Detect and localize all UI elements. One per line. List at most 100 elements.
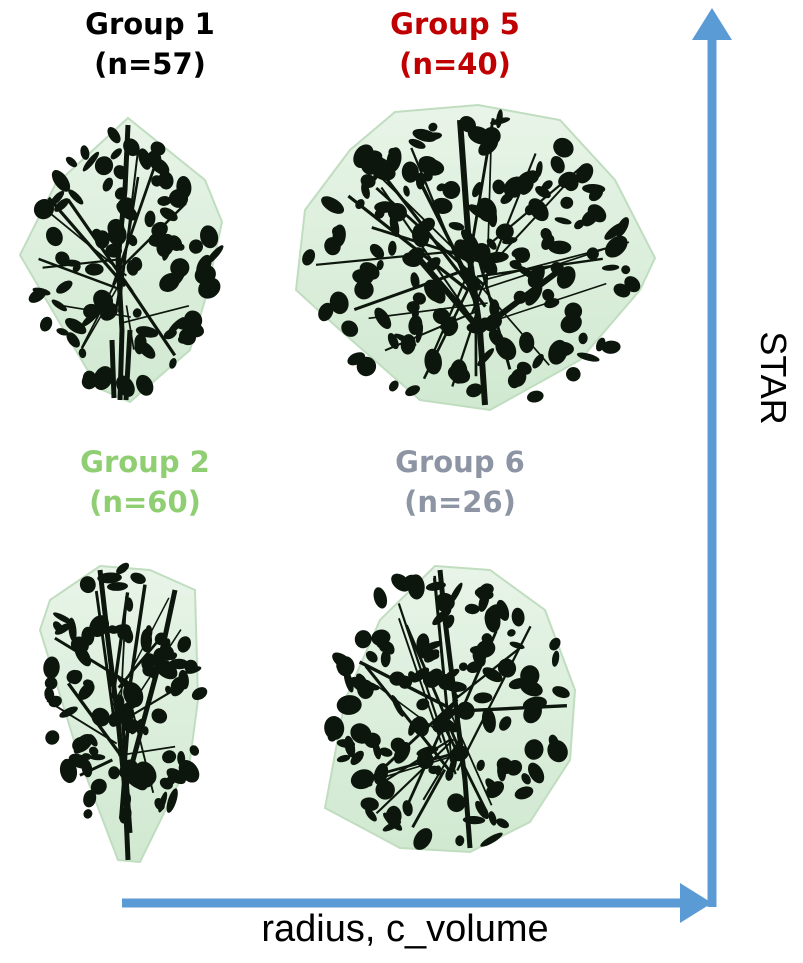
leaf-cluster — [87, 734, 98, 747]
leaf-cluster — [473, 692, 493, 704]
leaf-cluster — [68, 189, 84, 205]
leaf-cluster — [553, 137, 574, 158]
leaf-cluster — [373, 587, 388, 609]
leaf-cluster — [200, 225, 219, 249]
leaf-cluster — [472, 182, 483, 198]
leaf-cluster — [523, 672, 533, 682]
leaf-cluster — [154, 798, 165, 811]
group-6-count: (n=26) — [404, 485, 516, 519]
branch — [78, 287, 119, 355]
group-1-tree-image — [18, 116, 224, 404]
branch — [54, 636, 132, 686]
leaf-cluster — [464, 603, 480, 615]
leaf-cluster — [130, 572, 146, 585]
leaf-cluster — [145, 625, 153, 639]
leaf-cluster — [369, 243, 385, 259]
leaf-cluster — [73, 739, 89, 754]
leaf-cluster — [379, 747, 393, 757]
leaf-cluster — [45, 730, 60, 745]
leaf-cluster — [83, 789, 97, 808]
leaf-cluster — [385, 805, 402, 827]
leaf-cluster — [445, 768, 454, 781]
leaf-cluster — [552, 686, 570, 699]
branch — [422, 738, 461, 801]
leaf-cluster — [151, 175, 163, 187]
leaf-cluster — [476, 197, 497, 223]
leaf-cluster — [324, 237, 341, 256]
leaf-cluster — [336, 754, 351, 763]
leaf-cluster — [168, 652, 178, 660]
group-2-tree-image — [38, 562, 208, 864]
leaf-cluster — [107, 126, 121, 144]
leaf-cluster — [52, 621, 64, 633]
branch — [452, 647, 520, 702]
group-5-foliage — [302, 109, 641, 403]
leaf-cluster — [605, 235, 628, 258]
leaf-cluster — [83, 809, 93, 819]
group-1-trunk — [109, 124, 133, 401]
leaf-cluster — [359, 777, 373, 787]
leaf-cluster — [578, 332, 588, 345]
leaf-cluster — [482, 667, 503, 683]
leaf-cluster — [90, 778, 107, 795]
leaf-cluster — [108, 766, 120, 780]
leaf-cluster — [329, 291, 349, 315]
leaf-cluster — [549, 637, 561, 651]
leaf-cluster — [144, 210, 156, 228]
leaf-cluster — [550, 155, 565, 174]
leaf-cluster — [448, 221, 465, 231]
group-6-foliage — [324, 573, 570, 850]
leaf-cluster — [83, 303, 100, 320]
group-2-label: Group 2 (n=60) — [50, 442, 240, 522]
leaf-cluster — [347, 352, 366, 366]
branch — [476, 257, 603, 278]
leaf-cluster — [595, 337, 606, 352]
group-2-count: (n=60) — [89, 485, 201, 519]
leaf-cluster — [169, 658, 189, 670]
leaf-cluster — [107, 582, 128, 591]
branch — [315, 248, 477, 266]
branch — [470, 117, 495, 248]
leaf-cluster — [302, 249, 316, 266]
branch — [445, 703, 493, 806]
leaf-cluster — [336, 659, 349, 673]
branch — [115, 202, 187, 273]
group-5-tree-image — [294, 103, 657, 412]
leaf-cluster — [350, 750, 364, 766]
leaf-cluster — [466, 383, 483, 398]
leaf-cluster — [150, 141, 166, 156]
leaf-cluster — [82, 151, 100, 172]
branch — [117, 639, 160, 689]
leaf-cluster — [365, 650, 378, 663]
leaf-cluster — [46, 226, 63, 247]
leaf-cluster — [524, 739, 544, 760]
leaf-cluster — [365, 808, 377, 822]
leaf-cluster — [484, 604, 503, 625]
leaf-cluster — [66, 332, 80, 348]
group-6-title: Group 6 — [395, 445, 525, 479]
leaf-cluster — [458, 662, 468, 671]
leaf-cluster — [511, 247, 530, 258]
leaf-cluster — [528, 762, 545, 784]
leaf-cluster — [44, 687, 55, 702]
leaf-cluster — [401, 161, 419, 183]
branch — [470, 274, 550, 366]
leaf-cluster — [336, 695, 362, 715]
branch — [384, 310, 478, 352]
leaf-cluster — [89, 746, 99, 756]
leaf-cluster — [601, 340, 621, 354]
leaf-cluster — [551, 650, 560, 667]
leaf-cluster — [374, 307, 392, 329]
branch — [449, 704, 567, 714]
leaf-cluster — [475, 800, 490, 820]
leaf-cluster — [375, 635, 384, 649]
leaf-cluster — [59, 706, 78, 718]
leaf-cluster — [170, 676, 185, 692]
leaf-cluster — [94, 156, 114, 176]
leaf-cluster — [168, 317, 185, 334]
leaf-cluster — [428, 122, 438, 132]
branch — [125, 305, 135, 350]
leaf-cluster — [189, 745, 200, 756]
leaf-cluster — [66, 669, 82, 684]
leaf-cluster — [442, 181, 461, 199]
